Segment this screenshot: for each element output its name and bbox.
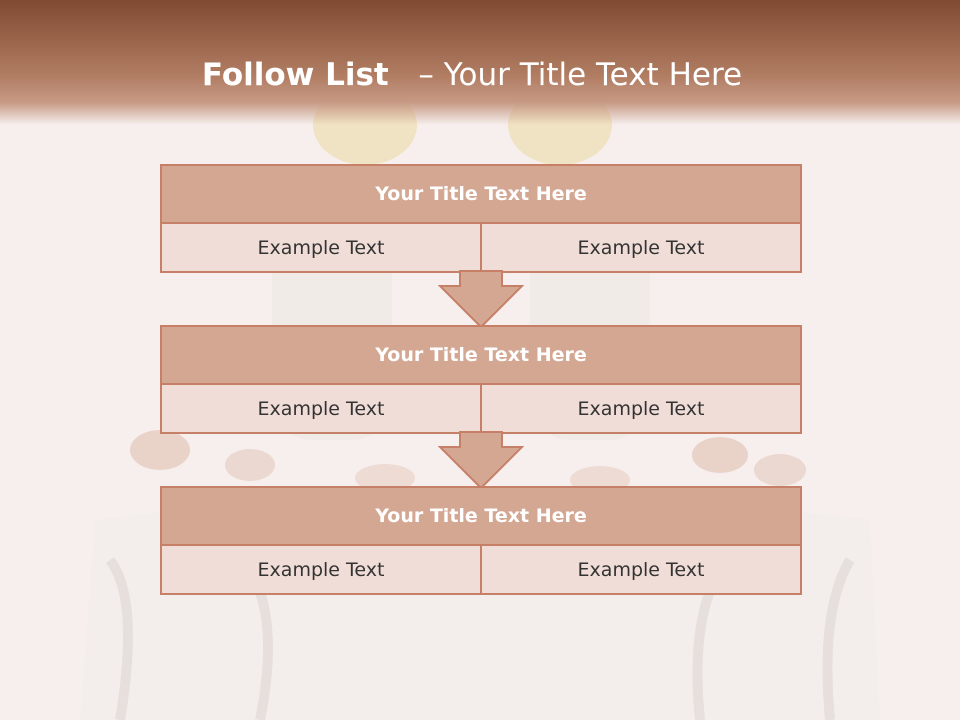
block-cell-left: Example Text [160,383,482,434]
block-cell-right: Example Text [480,383,802,434]
block-cell-right: Example Text [480,222,802,273]
block-title: Your Title Text Here [160,325,802,385]
block-title: Your Title Text Here [160,164,802,224]
block-cell-left: Example Text [160,222,482,273]
block-title: Your Title Text Here [160,486,802,546]
block-cell-left: Example Text [160,544,482,595]
down-arrow-icon [438,431,524,489]
slide-title: Follow List – Your Title Text Here [0,52,944,98]
title-separator [399,57,409,93]
block-cell-right: Example Text [480,544,802,595]
list-block-2: Your Title Text Here Example Text Exampl… [160,325,802,434]
list-block-3: Your Title Text Here Example Text Exampl… [160,486,802,595]
list-block-1: Your Title Text Here Example Text Exampl… [160,164,802,273]
title-bar: Follow List – Your Title Text Here [0,0,960,125]
title-rest-text: – Your Title Text Here [418,57,743,93]
title-bold-text: Follow List [201,57,389,93]
down-arrow-icon [438,270,524,328]
